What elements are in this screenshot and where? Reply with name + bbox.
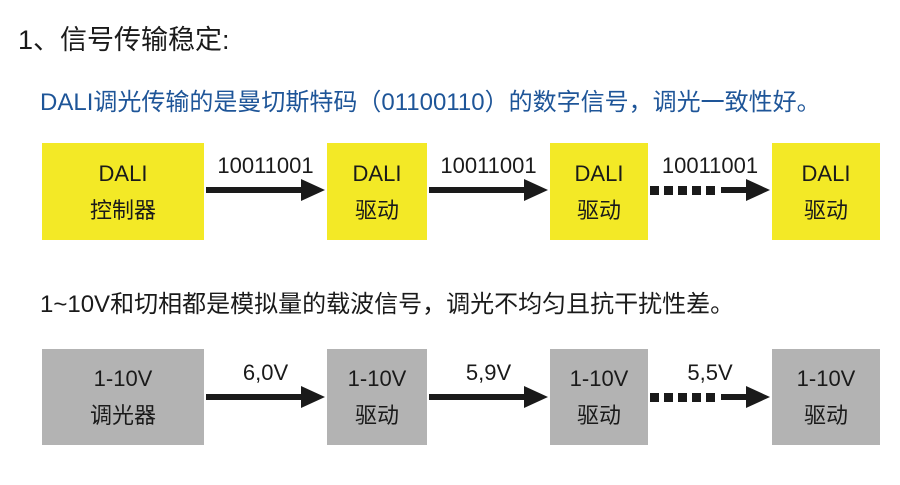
arrow-shaft (206, 187, 301, 193)
dali-controller-box: DALI 控制器 (42, 143, 204, 240)
analog-section-subtitle: 1~10V和切相都是模拟量的载波信号，调光不均匀且抗干扰性差。 (40, 291, 735, 318)
dali-section-subtitle: DALI调光传输的是曼切斯特码（01100110）的数字信号，调光一致性好。 (40, 89, 821, 116)
voltage-value-label: 5,9V (465, 360, 512, 385)
arrow-head-icon (301, 179, 325, 201)
box-label-line2: 驱动 (576, 197, 621, 223)
analog-driver-box-1: 1-10V 驱动 (327, 349, 427, 445)
box-label-line2: 调光器 (89, 403, 156, 428)
voltage-value-label: 6,0V (242, 360, 289, 385)
signal-value-label: 10011001 (440, 153, 537, 178)
dali-signal-arrow-1: 10011001 (206, 153, 325, 201)
dali-signal-arrow-2: 10011001 (429, 153, 548, 201)
dali-driver-box-1: DALI 驱动 (327, 143, 427, 240)
arrow-head-icon (524, 386, 548, 408)
page-title: 1、信号传输稳定: (18, 25, 230, 55)
box-label-line2: 控制器 (89, 197, 156, 223)
analog-signal-arrow-1: 6,0V (206, 360, 325, 408)
analog-driver-box-2: 1-10V 驱动 (550, 349, 648, 445)
analog-driver-box-3: 1-10V 驱动 (772, 349, 880, 445)
box-label-line1: 1-10V (569, 366, 629, 391)
analog-signal-arrow-3: 5,5V (650, 360, 770, 408)
arrow-shaft (429, 187, 524, 193)
box-label-line2: 驱动 (803, 197, 848, 223)
dali-signal-arrow-3: 10011001 (650, 153, 770, 201)
box-label-line1: DALI (801, 160, 851, 186)
arrow-solid-icon (206, 386, 325, 408)
arrow-solid-icon (429, 179, 548, 201)
arrow-head-icon (746, 179, 770, 201)
arrow-solid-icon (206, 179, 325, 201)
arrow-dashes (650, 392, 716, 402)
box-label-line1: DALI (98, 160, 148, 186)
dali-driver-box-2: DALI 驱动 (550, 143, 648, 240)
box-label-line1: DALI (352, 160, 402, 186)
box-label-line2: 驱动 (354, 403, 399, 428)
arrow-head-icon (301, 386, 325, 408)
box-label-line2: 驱动 (803, 403, 848, 428)
analog-signal-arrow-2: 5,9V (429, 360, 548, 408)
dali-driver-box-3: DALI 驱动 (772, 143, 880, 240)
arrow-dashes (650, 185, 716, 195)
analog-dimmer-box: 1-10V 调光器 (42, 349, 204, 445)
signal-value-label: 10011001 (217, 153, 314, 178)
arrow-head-icon (524, 179, 548, 201)
arrow-head-icon (746, 386, 770, 408)
box-label-line1: DALI (574, 160, 624, 186)
arrow-solid-icon (429, 386, 548, 408)
arrow-dashed-icon (650, 386, 770, 408)
arrow-dashed-icon (650, 179, 770, 201)
box-label-line2: 驱动 (576, 403, 621, 428)
voltage-value-label: 5,5V (687, 360, 733, 385)
arrow-shaft (721, 394, 746, 400)
arrow-shaft (721, 187, 746, 193)
arrow-shaft (429, 394, 524, 400)
signal-value-label: 10011001 (661, 153, 759, 178)
box-label-line2: 驱动 (354, 197, 399, 223)
box-label-line1: 1-10V (347, 366, 407, 391)
box-label-line1: 1-10V (796, 366, 856, 391)
arrow-shaft (206, 394, 301, 400)
box-label-line1: 1-10V (93, 366, 153, 391)
